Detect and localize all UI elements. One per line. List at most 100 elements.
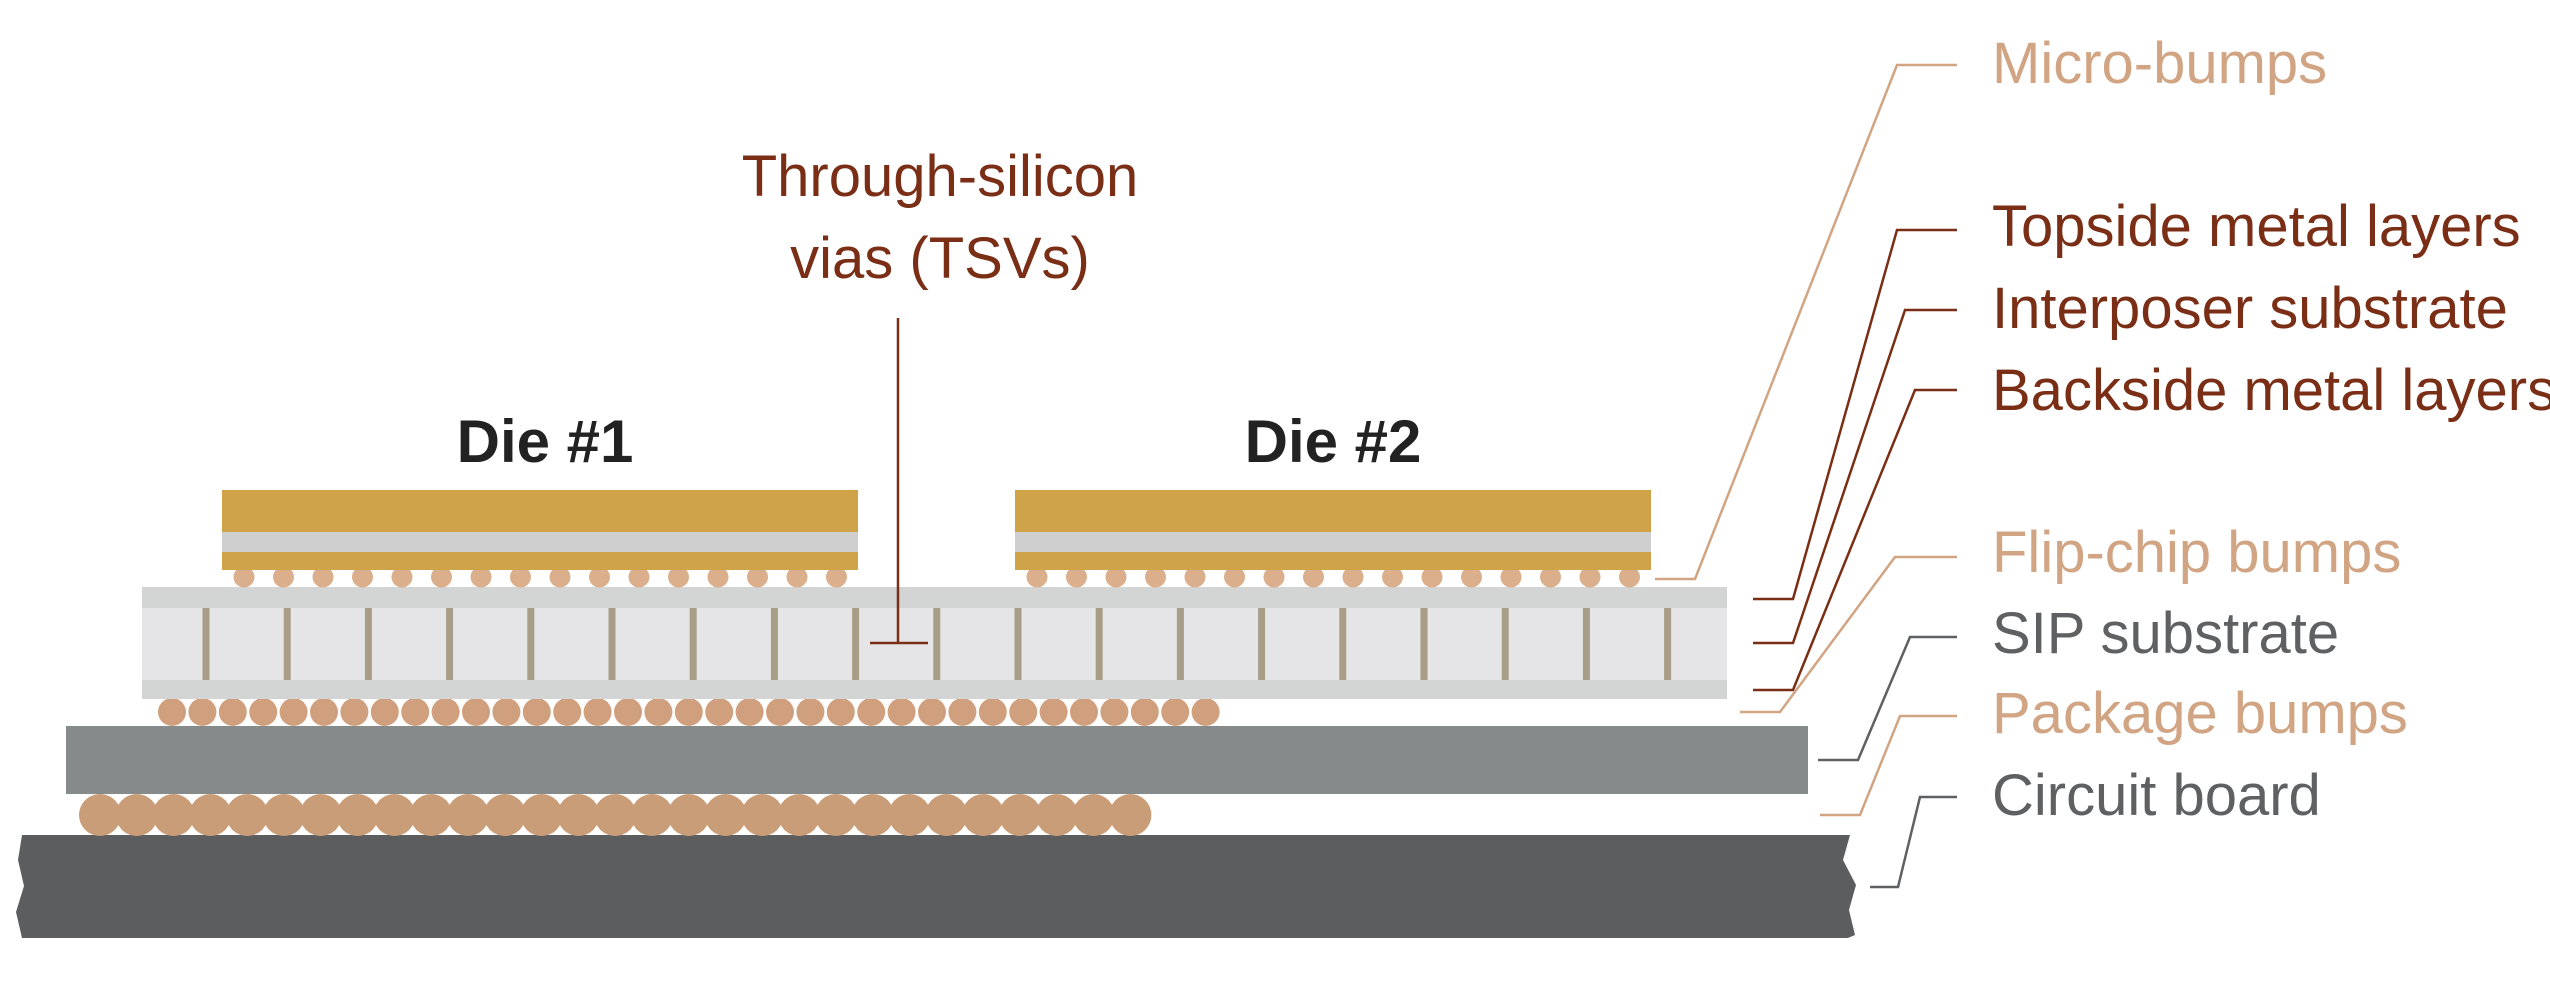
micro-bump <box>1382 566 1403 588</box>
topside-metal-label: Topside metal layers <box>1992 194 2521 259</box>
flip-chip-bump <box>1070 698 1098 726</box>
flip-chip-bump <box>249 698 278 726</box>
flip-chip-bump <box>218 698 247 726</box>
flip-chip-bump <box>279 698 308 726</box>
package-bump <box>851 794 894 836</box>
package-bump <box>778 794 821 836</box>
sip-substrate-label: SIP substrate <box>1992 601 2339 666</box>
package-bump <box>888 794 931 836</box>
die-1-body <box>222 490 858 532</box>
micro-bump <box>1540 566 1561 588</box>
micro-bump <box>707 566 729 588</box>
flip-chip-bump <box>462 698 490 726</box>
circuit-board-leader-line <box>1870 795 1957 889</box>
die-1-metal <box>222 532 858 552</box>
micro-bump <box>470 566 492 588</box>
flip-chip-bump <box>614 698 642 726</box>
flip-chip-bump <box>1130 698 1159 726</box>
flip-chip-bump <box>796 698 825 726</box>
micro-bump <box>1421 566 1443 588</box>
flip-chip-bump <box>1100 698 1129 726</box>
flip-chip-bump <box>401 698 430 726</box>
tsv <box>446 608 454 680</box>
package-bumps-label: Package bumps <box>1992 681 2408 746</box>
micro-bump <box>1579 566 1601 588</box>
micro-bumps-label: Micro-bumps <box>1992 31 2327 96</box>
micro-bump <box>1303 566 1324 588</box>
package-bump <box>152 794 195 836</box>
die-1-bottom <box>222 552 858 570</box>
flip-chip-bump <box>158 698 186 726</box>
micro-bump <box>1224 566 1245 588</box>
flip-chip-bump <box>978 698 1007 726</box>
package-bump <box>520 794 563 836</box>
package-bumps-leader-line <box>1820 714 1957 817</box>
tsv <box>364 608 372 680</box>
package-bump <box>373 794 416 836</box>
sip-substrate <box>66 726 1808 794</box>
flip-chip-bump <box>705 698 734 726</box>
micro-bump <box>668 566 689 588</box>
flip-chip-bump <box>370 698 399 726</box>
die-2-bottom <box>1015 552 1651 570</box>
flip-chip-bump <box>492 698 521 726</box>
micro-bump <box>1105 566 1127 588</box>
flip-chip-bump <box>1009 698 1038 726</box>
micro-bump <box>352 566 373 588</box>
tsv <box>770 608 778 680</box>
package-bump <box>557 794 600 836</box>
tsv <box>1014 608 1022 680</box>
micro-bump <box>1461 566 1482 588</box>
flip-chip-bump <box>1191 698 1220 726</box>
flip-chip-bump <box>522 698 551 726</box>
package-bump <box>226 794 269 836</box>
die-2-body <box>1015 490 1651 532</box>
tsv <box>1420 608 1428 680</box>
flip-chip-bump <box>766 698 794 726</box>
tsv <box>852 608 860 680</box>
flip-chip-bumps-leader-line <box>1740 555 1957 714</box>
flip-chip-bump <box>857 698 886 726</box>
micro-bump <box>1619 566 1640 588</box>
micro-bumps-leader-line <box>1655 63 1957 581</box>
sip-substrate-leader-line <box>1818 635 1957 762</box>
micro-bump <box>589 566 610 588</box>
micro-bump <box>510 566 531 588</box>
flip-chip-bump <box>887 698 916 726</box>
tsv <box>283 608 291 680</box>
micro-bump <box>1184 566 1206 588</box>
interposer-substrate-label: Interposer substrate <box>1992 276 2508 341</box>
backside-metal-layer <box>142 680 1727 699</box>
package-bump <box>263 794 305 836</box>
micro-bump <box>391 566 413 588</box>
topside-metal-leader-line <box>1753 228 1957 601</box>
micro-bump <box>628 566 650 588</box>
tsv <box>1582 608 1590 680</box>
package-bump <box>925 794 968 836</box>
interposer-substrate-leader-line <box>1753 308 1957 645</box>
flip-chip-bump <box>188 698 217 726</box>
topside-metal-layer <box>142 587 1727 608</box>
package-bump <box>1109 794 1152 836</box>
package-bump <box>962 794 1005 836</box>
tsv <box>1258 608 1266 680</box>
flip-chip-bump <box>674 698 703 726</box>
micro-bump <box>1263 566 1285 588</box>
flip-chip-bump <box>644 698 673 726</box>
package-bump <box>336 794 379 836</box>
micro-bump <box>1145 566 1166 588</box>
tsv <box>689 608 697 680</box>
micro-bump <box>1026 566 1048 588</box>
package-bump <box>1072 794 1115 836</box>
micro-bump <box>431 566 452 588</box>
micro-bump <box>826 566 847 588</box>
tsv <box>608 608 616 680</box>
package-bump <box>299 794 342 836</box>
micro-bump <box>1066 566 1087 588</box>
package-bump <box>189 794 232 836</box>
micro-bump <box>1500 566 1522 588</box>
tsv <box>202 608 210 680</box>
package-bump <box>594 794 637 836</box>
tsv <box>1664 608 1672 680</box>
package-bump <box>667 794 710 836</box>
